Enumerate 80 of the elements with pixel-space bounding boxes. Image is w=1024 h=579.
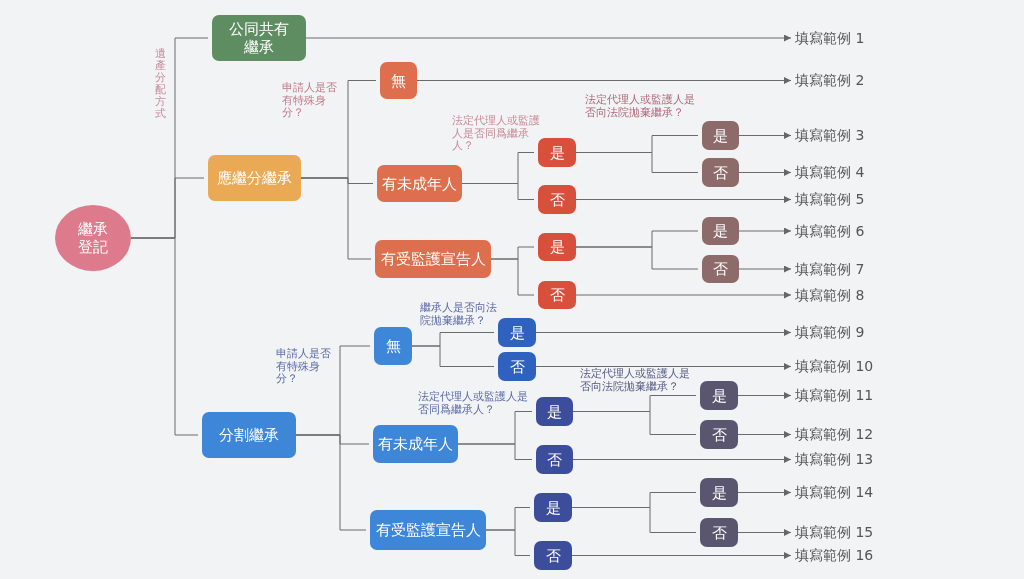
arrow (737, 392, 792, 399)
connector-line (295, 434, 367, 531)
question-text: 繼承人是否向法院拋棄繼承？ (420, 302, 498, 328)
connector-line (411, 345, 495, 367)
arrow (575, 196, 792, 203)
option-box: 應繼分繼承 (208, 155, 301, 201)
arrow (737, 489, 792, 496)
connector-line (300, 177, 372, 260)
connector-line (461, 183, 535, 200)
option-box: 是 (498, 318, 536, 347)
example-label: 填寫範例 16 (795, 545, 895, 566)
arrow (575, 291, 792, 299)
example-label: 填寫範例 12 (795, 424, 895, 445)
question-text: 法定代理人或監護人是否向法院拋棄繼承？ (580, 368, 691, 394)
connector-line (130, 237, 199, 436)
example-label: 填寫範例 6 (795, 221, 895, 241)
example-label: 填寫範例 13 (795, 449, 895, 470)
option-box: 有未成年人 (373, 425, 458, 463)
arrow (571, 552, 792, 559)
arrow (738, 169, 792, 176)
arrow (305, 34, 792, 42)
arrow (737, 529, 792, 536)
example-label: 填寫範例 5 (795, 189, 895, 210)
option-box: 分割繼承 (202, 412, 296, 458)
arrow (535, 329, 792, 336)
connector-line (571, 507, 697, 533)
arrow (535, 363, 792, 370)
connector-line (575, 246, 699, 270)
option-box: 有受監護宣告人 (370, 510, 486, 550)
example-label: 填寫範例 3 (795, 125, 895, 146)
option-box: 否 (536, 445, 573, 474)
arrow (572, 456, 792, 463)
option-box: 是 (538, 138, 576, 167)
option-box: 否 (700, 420, 738, 449)
option-box: 是 (700, 381, 738, 410)
option-box: 是 (538, 233, 576, 261)
option-box: 無 (374, 327, 412, 365)
option-box: 是 (702, 217, 739, 245)
option-box: 是 (702, 121, 739, 150)
question-text: 申請人是否有特殊身分？ (276, 348, 332, 386)
example-label: 填寫範例 7 (795, 259, 895, 279)
option-box: 是 (536, 397, 573, 426)
example-label: 填寫範例 11 (795, 385, 895, 406)
option-box: 否 (534, 541, 572, 570)
option-box: 是 (700, 478, 738, 507)
option-box: 有受監護宣告人 (375, 240, 491, 278)
example-label: 填寫範例 2 (795, 70, 895, 91)
option-box: 否 (702, 158, 739, 187)
option-box: 否 (498, 352, 536, 381)
question-text: 法定代理人或監護人是否向法院拋棄繼承？ (585, 94, 696, 120)
root-circle: 繼承登記 (55, 205, 131, 271)
example-label: 填寫範例 1 (795, 28, 895, 48)
example-label: 填寫範例 9 (795, 322, 895, 343)
arrow (738, 227, 792, 235)
option-box: 無 (380, 62, 417, 99)
question-text: 申請人是否有特殊身分？ (282, 82, 338, 120)
example-label: 填寫範例 10 (795, 356, 895, 377)
connector-line (485, 529, 531, 556)
example-label: 填寫範例 8 (795, 285, 895, 305)
example-label: 填寫範例 14 (795, 482, 895, 503)
option-box: 否 (538, 281, 576, 309)
example-label: 填寫範例 4 (795, 162, 895, 183)
arrow (738, 132, 792, 139)
option-box: 否 (700, 518, 738, 547)
connector-line (490, 258, 535, 296)
option-box: 公同共有繼承 (212, 15, 306, 61)
arrow (738, 265, 792, 273)
option-box: 是 (534, 493, 572, 522)
option-box: 有未成年人 (377, 165, 462, 202)
arrow (737, 431, 792, 438)
arrow (416, 77, 792, 84)
connector-line (572, 411, 697, 435)
option-box: 否 (538, 185, 576, 214)
connector-line (457, 443, 533, 460)
connector-line (575, 152, 699, 173)
vertical-heading: 遺產分配方式 (155, 48, 167, 121)
question-text: 法定代理人或監護人是否同爲繼承人？ (452, 115, 541, 153)
option-box: 否 (702, 255, 739, 283)
question-text: 法定代理人或監護人是否同爲繼承人？ (418, 391, 529, 417)
example-label: 填寫範例 15 (795, 522, 895, 543)
